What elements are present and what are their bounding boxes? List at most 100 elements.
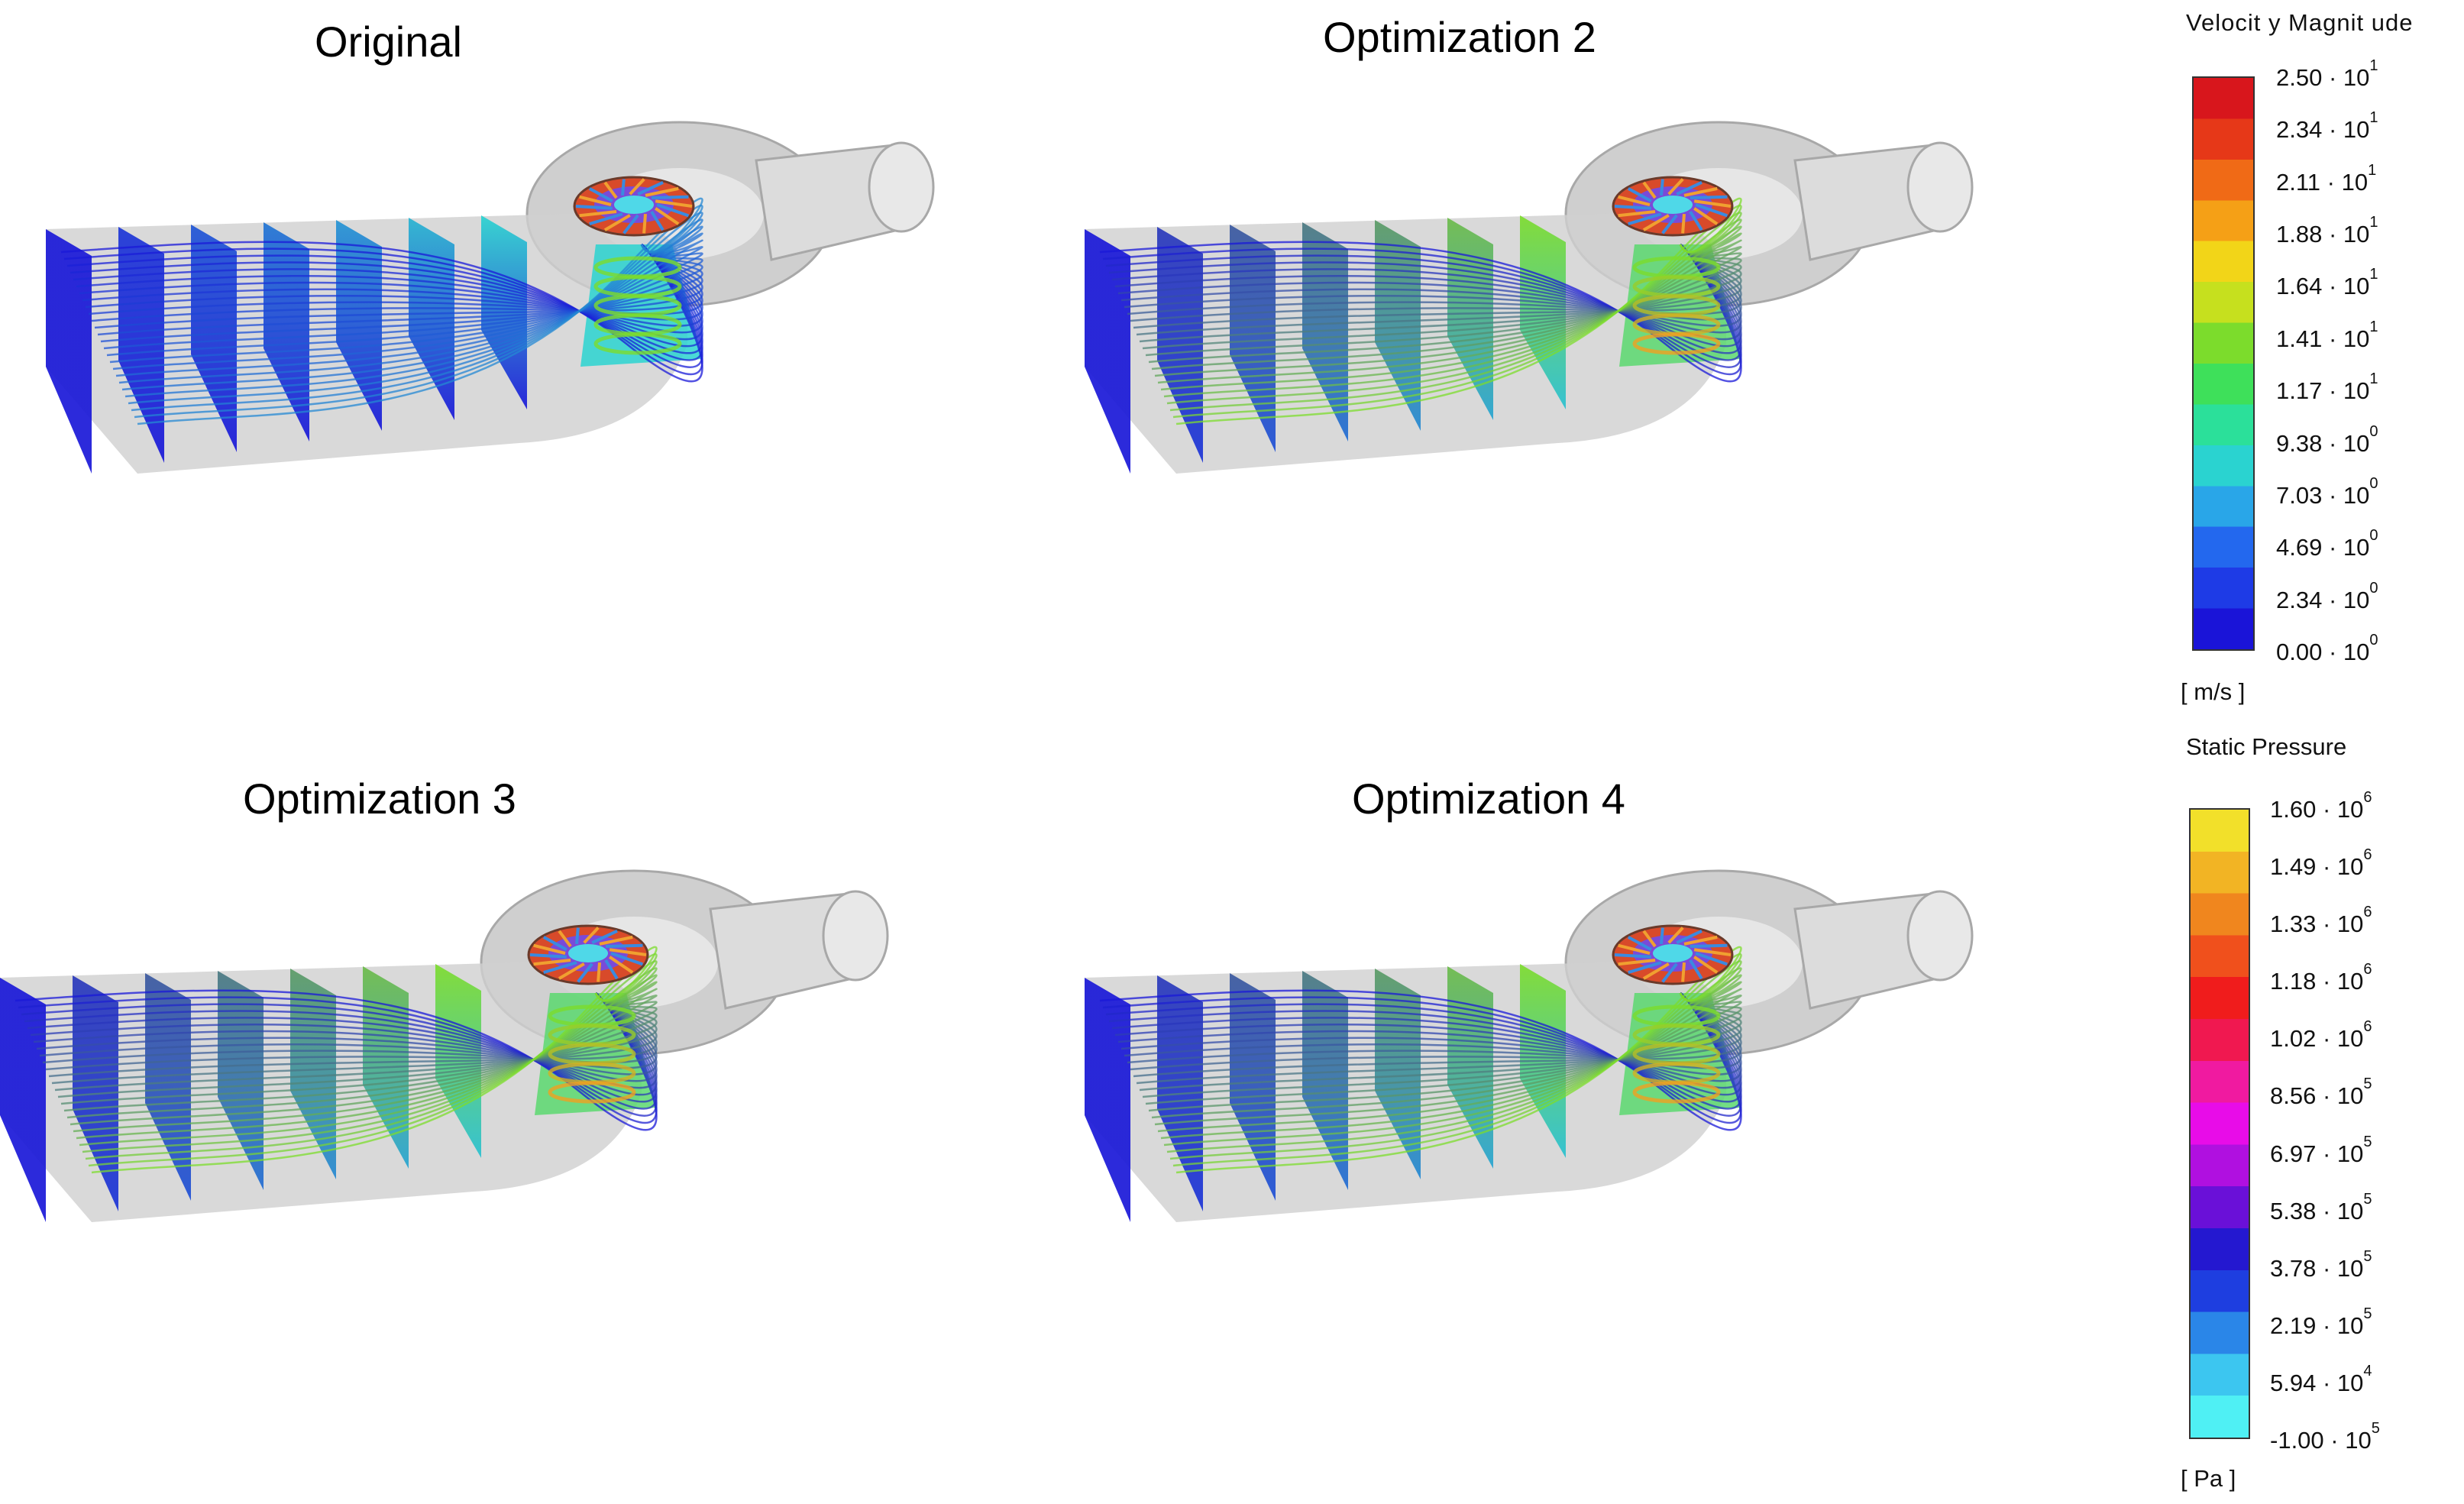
runner-blade	[1642, 930, 1657, 948]
streamline	[79, 974, 658, 1147]
swirl-ring	[1632, 332, 1721, 355]
tick-exponent: 1	[2369, 109, 2378, 127]
runner-blade	[1660, 179, 1664, 196]
swirl-ring	[1632, 1081, 1721, 1104]
tick-mantissa: 6.97 · 10	[2270, 1140, 2364, 1167]
streamline	[1157, 239, 1742, 384]
tick-mantissa: 1.33 · 10	[2270, 910, 2364, 938]
runner-blade	[1618, 943, 1651, 955]
runner-blade	[1681, 962, 1686, 982]
tick-mantissa: 5.94 · 10	[2270, 1369, 2364, 1396]
streamline	[1163, 225, 1742, 398]
runner-blade	[642, 213, 647, 234]
runner-blade	[637, 181, 664, 196]
tick-exponent: 5	[2363, 1247, 2372, 1265]
runner-blade	[542, 936, 567, 951]
runner-blade	[1683, 935, 1718, 946]
velocity-tick-label: 1.88 · 101	[2276, 215, 2378, 248]
streamline	[82, 967, 658, 1153]
tick-exponent: 5	[2363, 1190, 2372, 1208]
tick-mantissa: 2.34 · 10	[2276, 586, 2370, 613]
runner-blade	[1693, 956, 1719, 974]
streamline	[128, 218, 703, 405]
streamline	[79, 244, 703, 341]
runner-blade	[1676, 181, 1702, 196]
inlet-opening	[868, 141, 935, 233]
velocity-tick-label: 2.34 · 101	[2276, 110, 2378, 141]
runner-blade	[577, 962, 593, 983]
pressure-tick-label: 1.49 · 106	[2270, 847, 2372, 878]
runner-blade	[1614, 953, 1651, 959]
runner-blade	[599, 935, 633, 946]
tick-mantissa: 0.00 · 10	[2276, 639, 2370, 665]
tick-exponent: 1	[2369, 266, 2378, 283]
tick-exponent: 0	[2369, 474, 2378, 492]
runner-blade	[1695, 203, 1728, 218]
streamline	[73, 988, 658, 1133]
inlet-opening	[1906, 890, 1974, 982]
tick-exponent: 6	[2363, 789, 2372, 806]
streamline	[85, 960, 658, 1160]
runner-blade	[1628, 212, 1662, 226]
streamline	[1166, 967, 1742, 1153]
runner-blade	[1642, 214, 1670, 231]
panel-title-original: Original	[315, 18, 462, 66]
pressure-tick-label: 2.19 · 105	[2270, 1306, 2372, 1339]
pressure-tick-label: 6.97 · 105	[2270, 1134, 2372, 1167]
runner-blade	[583, 927, 600, 944]
tick-mantissa: 1.88 · 10	[2276, 221, 2370, 248]
runner-blade	[533, 959, 571, 966]
tick-exponent: 0	[2369, 579, 2378, 597]
runner-blade	[622, 214, 639, 234]
runner-blade	[621, 179, 626, 196]
tick-exponent: 0	[2369, 632, 2378, 648]
runner-eye	[1653, 196, 1693, 214]
tick-exponent: 1	[2369, 57, 2378, 74]
runner-blade	[1667, 178, 1684, 196]
runner-blade	[1690, 195, 1728, 200]
tick-mantissa: 1.18 · 10	[2270, 968, 2364, 995]
section-plane	[1230, 225, 1276, 452]
tick-exponent: 5	[2363, 1305, 2372, 1322]
turbine-render-optimization-4	[1085, 869, 1974, 1222]
panel-title-optimization-2: Optimization 2	[1323, 13, 1596, 61]
runner-blade	[651, 195, 689, 200]
section-plane	[1302, 222, 1348, 441]
runner-eye	[568, 944, 608, 962]
streamline	[1102, 243, 1742, 376]
streamline	[118, 239, 703, 384]
section-plane	[1085, 978, 1130, 1222]
section-plane	[218, 971, 264, 1190]
tick-exponent: 4	[2363, 1362, 2372, 1379]
tick-exponent: 5	[2363, 1133, 2372, 1150]
tick-mantissa: 1.64 · 10	[2276, 273, 2370, 300]
streamline	[137, 197, 703, 425]
pressure-tick-label: 5.94 · 104	[2270, 1363, 2372, 1396]
inlet-opening	[1906, 141, 1974, 233]
pressure-tick-label: 8.56 · 105	[2270, 1076, 2372, 1108]
pressure-tick-label: 1.60 · 106	[2270, 790, 2372, 821]
runner-blade	[609, 948, 647, 957]
streamline	[1166, 218, 1742, 405]
runner-blade	[603, 214, 631, 231]
velocity-tick-label: 0.00 · 100	[2276, 632, 2378, 665]
velocity-legend-title: Velocit y Magnit ude	[2186, 9, 2414, 36]
tick-mantissa: 2.19 · 10	[2270, 1312, 2364, 1339]
runner-blade	[575, 927, 580, 945]
tick-exponent: 1	[2369, 214, 2378, 231]
runner-blade	[1642, 962, 1670, 980]
section-plane	[1230, 973, 1276, 1201]
runner-blade	[579, 210, 617, 218]
runner-blade	[588, 187, 613, 202]
velocity-tick-label: 2.11 · 101	[2276, 163, 2376, 196]
panel-title-optimization-3: Optimization 3	[243, 775, 516, 823]
tick-mantissa: 3.78 · 10	[2270, 1254, 2364, 1282]
tick-mantissa: 2.11 · 10	[2276, 168, 2369, 196]
runner-eye	[614, 196, 654, 214]
runner-blade	[1689, 959, 1703, 980]
runner-blade	[603, 181, 618, 199]
runner-blade	[1628, 961, 1662, 975]
pressure-legend-unit: [ Pa ]	[2181, 1465, 2236, 1492]
inlet-opening	[822, 890, 889, 982]
tick-exponent: 0	[2369, 527, 2378, 545]
